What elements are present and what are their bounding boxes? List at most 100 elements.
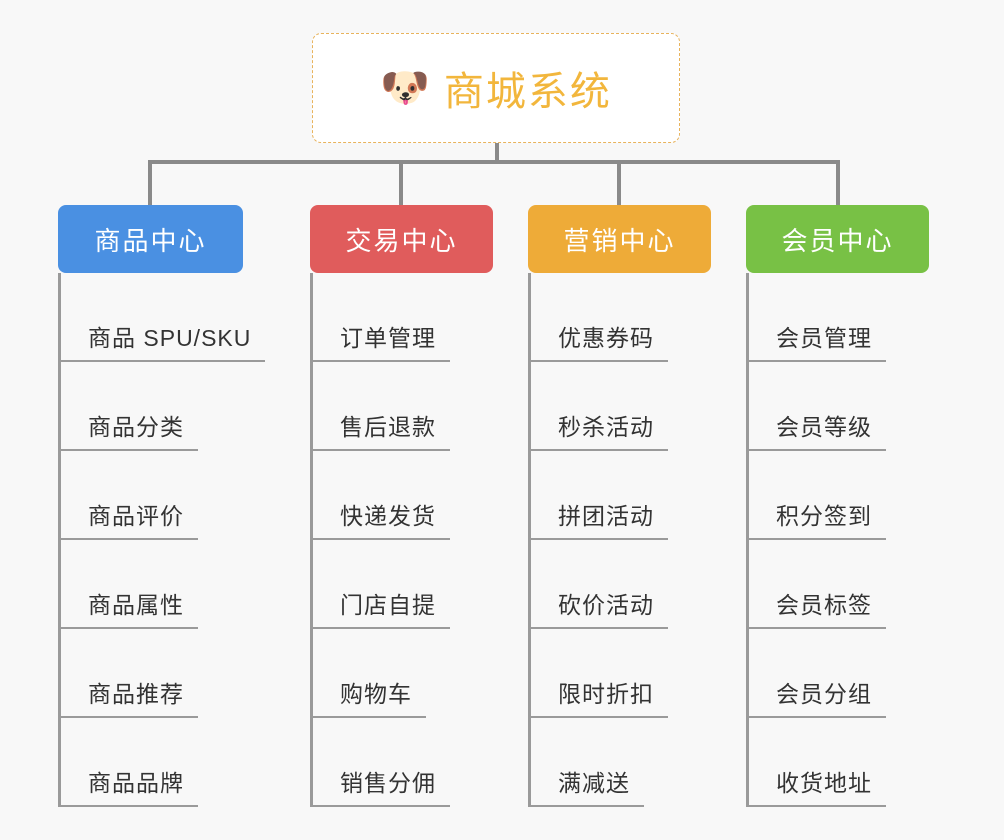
category-label: 会员中心 <box>781 225 894 256</box>
list-item[interactable]: 商品 SPU/SKU <box>58 273 266 362</box>
leaf-label: 购物车 <box>326 675 426 718</box>
column-spine <box>746 273 749 807</box>
leaf-connector <box>310 627 340 629</box>
leaf-label: 秒杀活动 <box>544 408 668 451</box>
list-item[interactable]: 购物车 <box>310 629 493 718</box>
list-item[interactable]: 优惠券码 <box>528 273 711 362</box>
leaf-list-product-center: 商品 SPU/SKU 商品分类 商品评价 商品属性 商品推荐 商品品牌 <box>58 273 266 807</box>
leaf-connector <box>746 627 776 629</box>
leaf-label: 销售分佣 <box>326 764 450 807</box>
column-spine <box>310 273 313 807</box>
leaf-connector <box>528 538 558 540</box>
leaf-label: 积分签到 <box>762 497 886 540</box>
column-spine <box>528 273 531 807</box>
category-bus-line <box>148 160 840 164</box>
column-spine <box>58 273 61 807</box>
leaf-label: 收货地址 <box>762 764 886 807</box>
leaf-label: 快递发货 <box>326 497 450 540</box>
list-item[interactable]: 销售分佣 <box>310 718 493 807</box>
leaf-connector <box>528 449 558 451</box>
list-item[interactable]: 商品推荐 <box>58 629 243 718</box>
leaf-connector <box>746 538 776 540</box>
leaf-label: 会员等级 <box>762 408 886 451</box>
leaf-connector <box>58 716 88 718</box>
leaf-connector <box>746 449 776 451</box>
leaf-label: 会员分组 <box>762 675 886 718</box>
category-label: 营销中心 <box>563 225 676 256</box>
leaf-connector <box>58 805 88 807</box>
dog-face-icon: 🐶 <box>380 66 430 110</box>
leaf-list-member-center: 会员管理 会员等级 积分签到 会员标签 会员分组 收货地址 <box>746 273 929 807</box>
root-trunk-line <box>495 143 499 164</box>
leaf-label: 限时折扣 <box>544 675 668 718</box>
leaf-connector <box>58 360 88 362</box>
leaf-connector <box>58 449 88 451</box>
leaf-label: 订单管理 <box>326 319 450 362</box>
root-node[interactable]: 🐶 商城系统 <box>312 33 680 143</box>
leaf-label: 优惠券码 <box>544 319 668 362</box>
drop-line-product-center <box>148 160 152 206</box>
leaf-connector <box>58 538 88 540</box>
leaf-label: 商品推荐 <box>74 675 198 718</box>
category-header-marketing-center[interactable]: 营销中心 <box>528 205 711 273</box>
list-item[interactable]: 售后退款 <box>310 362 493 451</box>
leaf-connector <box>310 449 340 451</box>
list-item[interactable]: 砍价活动 <box>528 540 711 629</box>
list-item[interactable]: 满减送 <box>528 718 711 807</box>
category-column-product-center: 商品中心 商品 SPU/SKU 商品分类 商品评价 商品属性 商品推荐 <box>58 205 266 807</box>
list-item[interactable]: 拼团活动 <box>528 451 711 540</box>
leaf-connector <box>528 716 558 718</box>
leaf-list-marketing-center: 优惠券码 秒杀活动 拼团活动 砍价活动 限时折扣 满减送 <box>528 273 711 807</box>
list-item[interactable]: 收货地址 <box>746 718 929 807</box>
list-item[interactable]: 积分签到 <box>746 451 929 540</box>
leaf-connector <box>310 716 340 718</box>
leaf-connector <box>746 360 776 362</box>
leaf-label: 会员管理 <box>762 319 886 362</box>
category-header-member-center[interactable]: 会员中心 <box>746 205 929 273</box>
drop-line-member-center <box>836 160 840 206</box>
list-item[interactable]: 会员等级 <box>746 362 929 451</box>
list-item[interactable]: 商品分类 <box>58 362 243 451</box>
leaf-connector <box>310 360 340 362</box>
leaf-connector <box>58 627 88 629</box>
category-header-trade-center[interactable]: 交易中心 <box>310 205 493 273</box>
category-label: 交易中心 <box>345 225 458 256</box>
leaf-label: 商品分类 <box>74 408 198 451</box>
list-item[interactable]: 商品品牌 <box>58 718 243 807</box>
leaf-label: 砍价活动 <box>544 586 668 629</box>
leaf-label: 门店自提 <box>326 586 450 629</box>
leaf-connector <box>310 538 340 540</box>
category-header-product-center[interactable]: 商品中心 <box>58 205 243 273</box>
list-item[interactable]: 快递发货 <box>310 451 493 540</box>
list-item[interactable]: 会员管理 <box>746 273 929 362</box>
list-item[interactable]: 商品属性 <box>58 540 243 629</box>
leaf-label: 商品 SPU/SKU <box>74 319 266 362</box>
leaf-connector <box>746 716 776 718</box>
leaf-label: 拼团活动 <box>544 497 668 540</box>
list-item[interactable]: 会员标签 <box>746 540 929 629</box>
category-column-trade-center: 交易中心 订单管理 售后退款 快递发货 门店自提 购物车 <box>310 205 493 807</box>
root-title: 商城系统 <box>443 70 612 114</box>
leaf-connector <box>310 805 340 807</box>
leaf-label: 商品属性 <box>74 586 198 629</box>
list-item[interactable]: 限时折扣 <box>528 629 711 718</box>
leaf-label: 售后退款 <box>326 408 450 451</box>
drop-line-marketing-center <box>617 160 621 206</box>
drop-line-trade-center <box>399 160 403 206</box>
leaf-connector <box>528 360 558 362</box>
leaf-label: 商品品牌 <box>74 764 198 807</box>
leaf-label: 商品评价 <box>74 497 198 540</box>
leaf-label: 满减送 <box>544 764 644 807</box>
list-item[interactable]: 门店自提 <box>310 540 493 629</box>
leaf-label: 会员标签 <box>762 586 886 629</box>
leaf-connector <box>528 805 558 807</box>
leaf-connector <box>746 805 776 807</box>
category-label: 商品中心 <box>94 225 207 256</box>
list-item[interactable]: 会员分组 <box>746 629 929 718</box>
list-item[interactable]: 订单管理 <box>310 273 493 362</box>
list-item[interactable]: 商品评价 <box>58 451 243 540</box>
list-item[interactable]: 秒杀活动 <box>528 362 711 451</box>
category-column-member-center: 会员中心 会员管理 会员等级 积分签到 会员标签 会员分组 <box>746 205 929 807</box>
category-column-marketing-center: 营销中心 优惠券码 秒杀活动 拼团活动 砍价活动 限时折扣 <box>528 205 711 807</box>
